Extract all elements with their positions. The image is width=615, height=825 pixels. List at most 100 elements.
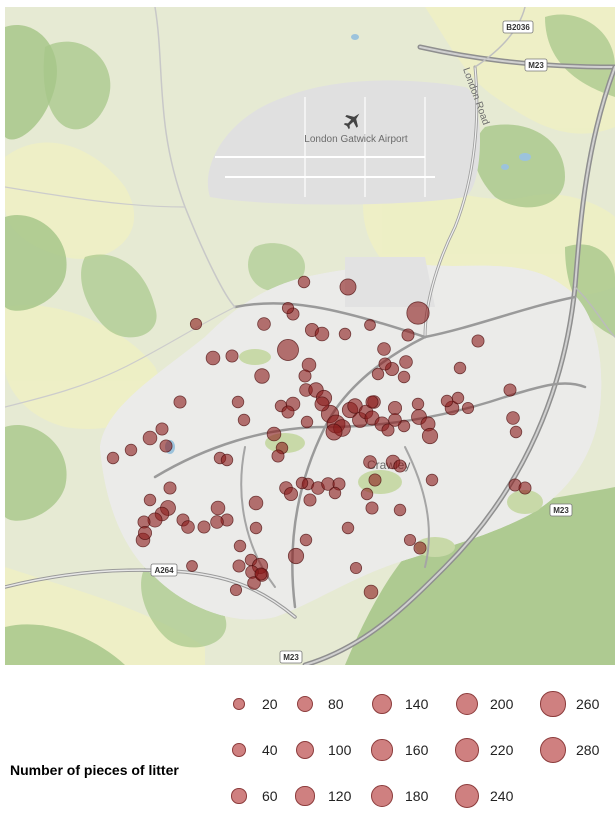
litter-marker[interactable] [247, 576, 261, 590]
map-canvas[interactable]: B2036 M23 M23 A264 M23 London Road Londo… [5, 7, 615, 665]
litter-marker[interactable] [124, 443, 138, 457]
litter-marker[interactable] [461, 401, 475, 415]
legend-label: 80 [328, 696, 344, 712]
litter-marker[interactable] [328, 486, 342, 500]
litter-marker[interactable] [257, 317, 271, 331]
legend-item: 200 [450, 684, 513, 724]
litter-marker[interactable] [440, 394, 454, 408]
litter-marker[interactable] [233, 539, 247, 553]
litter-marker[interactable] [387, 400, 403, 416]
road-label-m23-bottom: M23 [283, 653, 299, 662]
legend-item: 60 [222, 776, 278, 816]
litter-marker[interactable] [232, 559, 246, 573]
litter-marker[interactable] [295, 476, 309, 490]
legend-circle-icon [288, 687, 322, 721]
legend-item: 220 [450, 730, 513, 770]
litter-marker[interactable] [339, 278, 357, 296]
legend-circle-icon [288, 733, 322, 767]
litter-marker[interactable] [287, 547, 305, 565]
litter-marker[interactable] [325, 423, 343, 441]
litter-marker[interactable] [189, 317, 203, 331]
litter-marker[interactable] [281, 405, 295, 419]
litter-marker[interactable] [155, 422, 169, 436]
litter-marker[interactable] [254, 567, 268, 581]
litter-marker[interactable] [338, 327, 352, 341]
litter-marker[interactable] [363, 584, 379, 600]
litter-marker[interactable] [377, 342, 391, 356]
litter-marker[interactable] [173, 395, 187, 409]
litter-marker[interactable] [381, 423, 395, 437]
litter-marker[interactable] [210, 515, 224, 529]
litter-marker[interactable] [197, 520, 211, 534]
road-label-m23-right: M23 [553, 506, 569, 515]
litter-marker[interactable] [365, 501, 379, 515]
litter-marker[interactable] [248, 495, 264, 511]
litter-marker[interactable] [314, 326, 330, 342]
litter-marker[interactable] [364, 319, 376, 331]
litter-marker[interactable] [403, 533, 417, 547]
litter-marker[interactable] [518, 481, 532, 495]
legend-label: 260 [576, 696, 600, 712]
litter-marker[interactable] [360, 487, 374, 501]
litter-marker[interactable] [229, 583, 243, 597]
map-panel[interactable]: B2036 M23 M23 A264 M23 London Road Londo… [5, 7, 615, 665]
litter-marker[interactable] [503, 383, 517, 397]
litter-marker[interactable] [106, 451, 120, 465]
litter-marker[interactable] [249, 521, 263, 535]
litter-marker[interactable] [297, 275, 311, 289]
litter-marker[interactable] [163, 481, 177, 495]
litter-marker[interactable] [271, 449, 285, 463]
litter-marker[interactable] [231, 395, 245, 409]
litter-marker[interactable] [453, 361, 467, 375]
litter-marker[interactable] [388, 413, 402, 427]
litter-marker[interactable] [277, 339, 299, 361]
litter-marker[interactable] [159, 439, 173, 453]
litter-marker[interactable] [205, 350, 221, 366]
litter-marker[interactable] [299, 533, 313, 547]
litter-marker[interactable] [300, 415, 314, 429]
litter-marker[interactable] [368, 473, 382, 487]
litter-marker[interactable] [397, 370, 411, 384]
litter-marker[interactable] [378, 357, 392, 371]
litter-marker[interactable] [401, 328, 415, 342]
litter-marker[interactable] [298, 369, 312, 383]
litter-marker[interactable] [425, 473, 439, 487]
litter-marker[interactable] [186, 560, 198, 572]
litter-marker[interactable] [237, 413, 251, 427]
litter-marker[interactable] [210, 500, 226, 516]
litter-marker[interactable] [509, 425, 523, 439]
litter-marker[interactable] [266, 426, 282, 442]
litter-marker[interactable] [413, 541, 427, 555]
litter-marker[interactable] [143, 493, 157, 507]
litter-marker[interactable] [397, 419, 411, 433]
litter-marker[interactable] [471, 334, 485, 348]
litter-marker[interactable] [421, 427, 439, 445]
litter-marker[interactable] [349, 561, 363, 575]
legend-label: 40 [262, 742, 278, 758]
litter-marker[interactable] [283, 486, 299, 502]
legend-label: 140 [405, 696, 429, 712]
litter-marker[interactable] [314, 396, 330, 412]
litter-marker[interactable] [225, 349, 239, 363]
litter-marker[interactable] [363, 455, 377, 469]
litter-marker[interactable] [406, 301, 430, 325]
litter-marker[interactable] [142, 430, 158, 446]
litter-marker[interactable] [303, 493, 317, 507]
litter-marker[interactable] [393, 459, 407, 473]
litter-marker[interactable] [220, 453, 234, 467]
litter-marker[interactable] [399, 355, 413, 369]
legend-label: 200 [490, 696, 514, 712]
litter-marker[interactable] [451, 391, 465, 405]
litter-marker[interactable] [281, 301, 295, 315]
litter-marker[interactable] [393, 503, 407, 517]
legend-item: 20 [222, 684, 278, 724]
litter-marker[interactable] [341, 521, 355, 535]
legend-circle-icon [450, 779, 484, 813]
litter-marker[interactable] [254, 368, 270, 384]
litter-marker[interactable] [365, 395, 379, 409]
litter-marker[interactable] [181, 520, 195, 534]
litter-marker[interactable] [371, 367, 385, 381]
litter-marker[interactable] [411, 397, 425, 411]
litter-marker[interactable] [506, 411, 520, 425]
litter-marker[interactable] [137, 525, 153, 541]
